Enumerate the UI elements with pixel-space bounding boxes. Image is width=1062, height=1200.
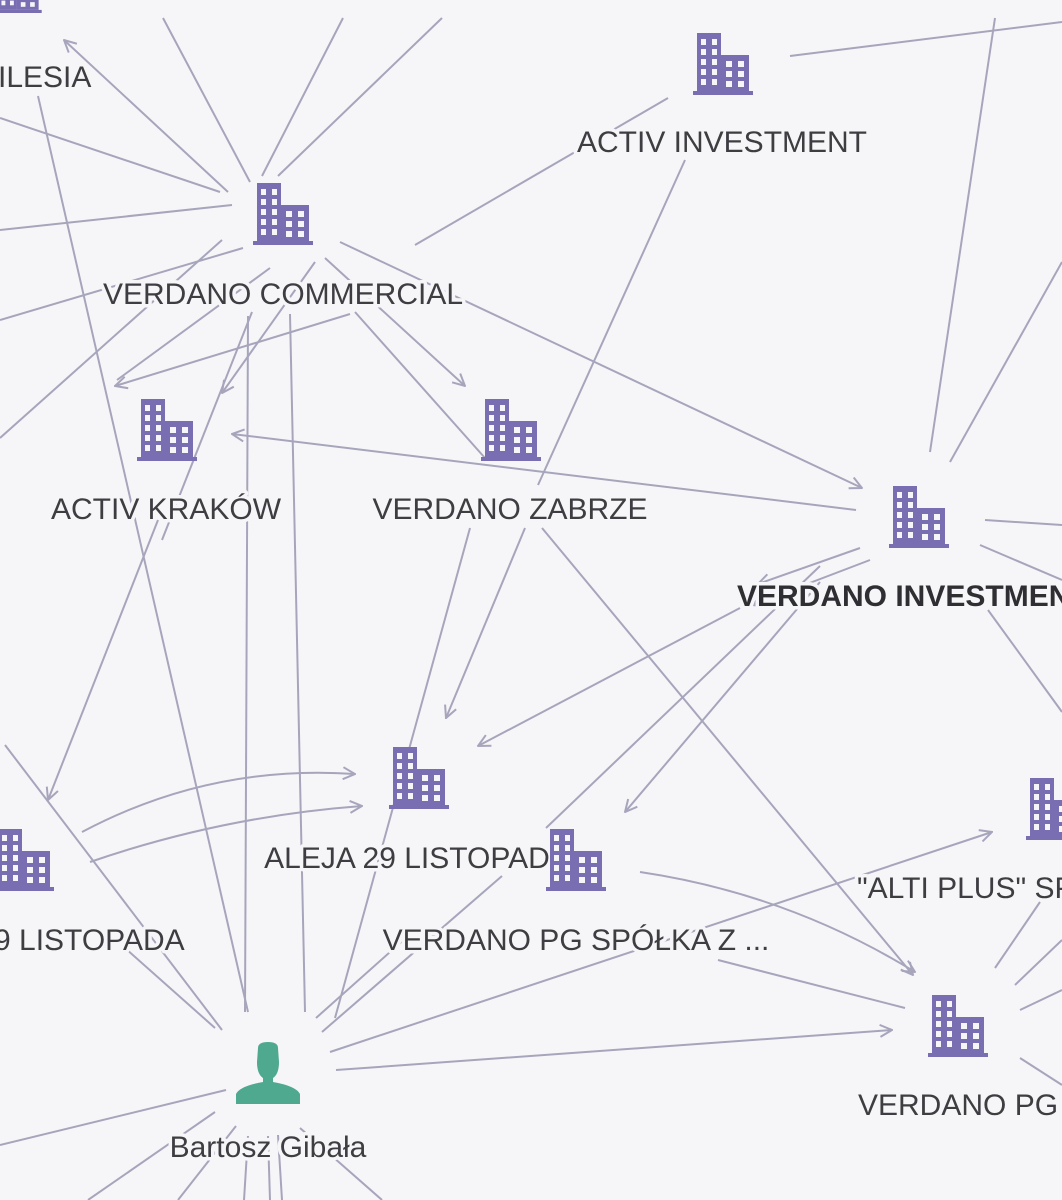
edge-line bbox=[335, 1030, 892, 1071]
edge-line bbox=[979, 544, 1062, 581]
edge-line bbox=[0, 1089, 227, 1146]
edge-line bbox=[267, 1135, 271, 1200]
node-label: "ALTI PLUS" SP bbox=[857, 872, 1062, 905]
node-verdano-pg-spolka[interactable]: VERDANO PG SPÓŁKA Z ... bbox=[379, 829, 773, 961]
edge-line bbox=[48, 519, 159, 800]
edge-line bbox=[1019, 1057, 1062, 1086]
edge-line bbox=[177, 1125, 237, 1200]
building-icon bbox=[389, 747, 449, 809]
edge-line bbox=[161, 311, 253, 541]
edge-line bbox=[987, 609, 1062, 713]
edge-line bbox=[232, 434, 857, 511]
edge-line bbox=[984, 519, 1062, 526]
building-icon bbox=[481, 399, 541, 461]
edge-line bbox=[289, 313, 306, 1013]
node-bartosz-gibala[interactable]: Bartosz Gibała bbox=[166, 1042, 370, 1168]
edge-line bbox=[115, 313, 351, 386]
person-icon bbox=[236, 1042, 300, 1104]
edge-line bbox=[315, 935, 409, 1019]
edge-line bbox=[354, 311, 486, 459]
edge-line bbox=[639, 871, 915, 972]
node-label: VERDANO ZABRZE bbox=[372, 493, 647, 526]
edge-line bbox=[758, 547, 861, 584]
edge-line bbox=[277, 17, 443, 177]
node-label: VERDANO INVESTMENT bbox=[737, 580, 1062, 613]
edge-line bbox=[37, 95, 249, 1013]
edge-line bbox=[625, 581, 821, 812]
node-activ-krakow[interactable]: ACTIV KRAKÓW bbox=[47, 399, 285, 530]
edge-line bbox=[994, 901, 1041, 969]
edge-line bbox=[949, 261, 1062, 463]
edge-line bbox=[414, 97, 669, 246]
node-activ-investment[interactable]: ACTIV INVESTMENT bbox=[573, 33, 871, 163]
edge-line bbox=[261, 17, 344, 177]
edge-line bbox=[243, 1135, 249, 1200]
edge-line bbox=[299, 1127, 383, 1200]
edge-line bbox=[162, 17, 251, 183]
edge-line bbox=[87, 1111, 216, 1200]
node-label: VERDANO PG SPÓŁKA Z ... bbox=[383, 924, 770, 957]
building-icon bbox=[0, 829, 54, 891]
node-label: Bartosz Gibała bbox=[170, 1131, 367, 1164]
edge-line bbox=[752, 559, 871, 605]
edge-line bbox=[4, 744, 223, 1031]
building-icon bbox=[546, 829, 606, 891]
connection-edges bbox=[0, 17, 1062, 1200]
node-aleja-29-listopada[interactable]: ALEJA 29 LISTOPADA bbox=[261, 747, 573, 879]
node-verdano-zabrze[interactable]: VERDANO ZABRZE bbox=[369, 399, 651, 530]
edge-line bbox=[929, 17, 996, 453]
node-label: ALEJA 29 LISTOPADA bbox=[264, 842, 570, 875]
edge-line bbox=[324, 257, 465, 386]
edge-line bbox=[329, 832, 992, 1053]
edge-line bbox=[339, 241, 862, 488]
edge-line bbox=[321, 875, 503, 1033]
node-listopada-left[interactable]: 9 LISTOPADA bbox=[0, 829, 188, 961]
building-icon bbox=[253, 183, 313, 245]
building-icon bbox=[0, 0, 42, 13]
building-icon bbox=[137, 399, 197, 461]
edge-line bbox=[277, 1134, 283, 1200]
node-verdano-commercial[interactable]: VERDANO COMMERCIAL bbox=[99, 183, 467, 315]
node-label: ACTIV KRAKÓW bbox=[51, 493, 282, 526]
edge-line bbox=[0, 117, 221, 193]
edge-line bbox=[717, 959, 906, 1009]
edge-line bbox=[124, 947, 216, 1029]
edge-line bbox=[81, 773, 355, 833]
node-verdano-pg[interactable]: VERDANO PG bbox=[855, 995, 1062, 1126]
edge-line bbox=[541, 527, 913, 975]
edge-line bbox=[789, 21, 1062, 57]
node-label: VERDANO PG bbox=[858, 1089, 1058, 1122]
edge-line bbox=[446, 527, 526, 718]
node-label: ACTIV INVESTMENT bbox=[577, 126, 867, 159]
edge-line bbox=[1019, 989, 1062, 1011]
edge-line bbox=[0, 239, 223, 439]
edge-line bbox=[244, 315, 249, 1013]
edge-line bbox=[0, 204, 233, 231]
building-icon bbox=[889, 486, 949, 548]
building-icon bbox=[1026, 778, 1062, 840]
edge-line bbox=[478, 607, 741, 746]
edge-line bbox=[116, 267, 271, 381]
building-icon bbox=[928, 995, 988, 1057]
node-label: ILESIA bbox=[0, 61, 91, 94]
node-label: VERDANO COMMERCIAL bbox=[103, 278, 463, 311]
edge-line bbox=[89, 806, 362, 863]
edge-line bbox=[0, 247, 244, 321]
node-verdano-investment[interactable]: VERDANO INVESTMENT bbox=[734, 486, 1062, 617]
edge-line bbox=[1014, 939, 1062, 986]
node-silesia[interactable]: ILESIA bbox=[0, 0, 95, 98]
building-icon bbox=[693, 33, 753, 95]
edge-line bbox=[537, 159, 686, 486]
edge-line bbox=[222, 261, 316, 393]
node-alti-plus[interactable]: "ALTI PLUS" SP bbox=[854, 778, 1062, 909]
node-label: 9 LISTOPADA bbox=[0, 924, 185, 957]
edge-line bbox=[64, 40, 229, 193]
